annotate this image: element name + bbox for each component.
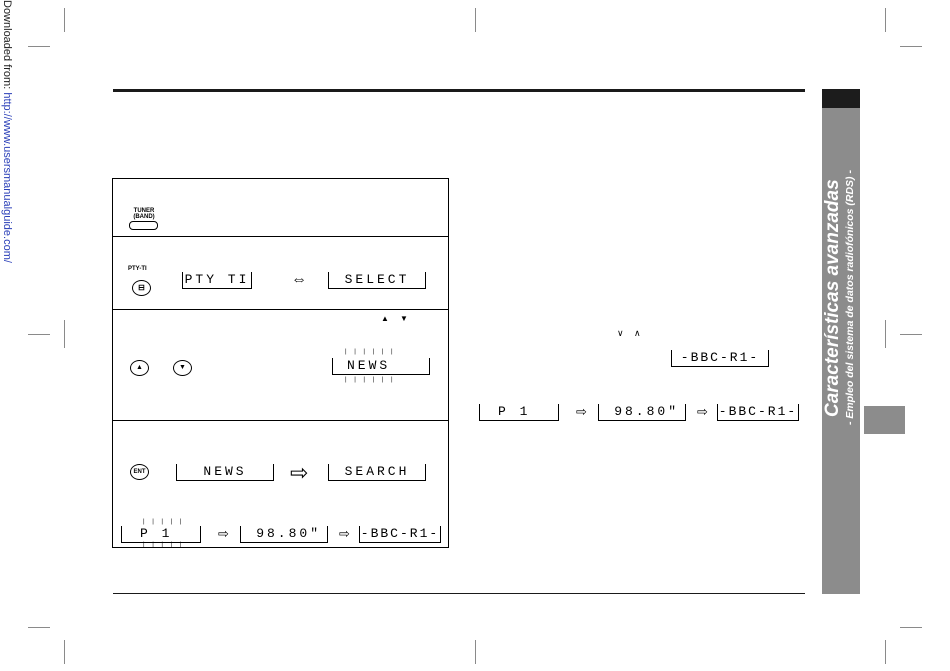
blink-marks-icon: | | | | | | — [344, 348, 395, 355]
up-arrow-icon: ▲ — [381, 314, 389, 323]
sequence-arrow-icon: ⇨ — [576, 404, 587, 419]
crop-mark — [900, 46, 922, 47]
blink-marks-icon: | | | | | — [142, 541, 184, 548]
sequence-arrow-icon: ⇨ — [290, 460, 309, 485]
step-divider — [112, 309, 449, 310]
display-station-right-seq: -BBC-R1- — [717, 404, 799, 421]
crop-mark — [900, 334, 922, 335]
up-button[interactable]: ▲ — [130, 360, 149, 376]
chapter-sidebar — [822, 108, 860, 594]
display-frequency: 98.80" — [240, 526, 328, 543]
chevron-down-icon: ∨ — [617, 328, 624, 338]
crop-mark — [475, 8, 476, 32]
tuner-label-top: TUNER — [133, 208, 155, 214]
sequence-arrow-icon: ⇨ — [697, 404, 708, 419]
chapter-subtitle: - Empleo del sistema de datos radiofónic… — [844, 170, 856, 426]
chapter-tab — [864, 406, 905, 434]
display-search: SEARCH — [328, 464, 426, 481]
watermark-prefix: Downloaded from: — [1, 0, 13, 93]
display-p1: P 1 — [121, 526, 201, 543]
crop-mark — [64, 640, 65, 664]
tuner-band-button[interactable] — [129, 221, 158, 230]
pty-ti-button-label: PTY-TI — [128, 266, 147, 272]
crop-mark — [28, 46, 50, 47]
down-arrow-icon: ▼ — [400, 314, 408, 323]
crop-mark — [885, 320, 886, 348]
watermark-text: Downloaded from: http://www.usersmanualg… — [0, 0, 14, 290]
swap-arrow-icon: ⇔ — [291, 271, 307, 288]
procedure-box — [112, 178, 449, 548]
display-news-blinking: NEWS — [332, 358, 430, 375]
step-divider — [112, 420, 449, 421]
sidebar-cap — [822, 89, 860, 108]
step-divider — [112, 236, 449, 237]
down-button[interactable]: ▼ — [173, 360, 192, 376]
crop-mark — [900, 627, 922, 628]
display-pty-ti: PTY TI — [182, 272, 252, 289]
display-select: SELECT — [328, 272, 426, 289]
enter-button[interactable]: ENT — [130, 464, 149, 480]
crop-mark — [64, 320, 65, 348]
crop-mark — [64, 8, 65, 32]
down-button-icon: ▼ — [179, 364, 186, 371]
tuner-label-bottom: (BAND) — [133, 214, 155, 220]
display-news: NEWS — [176, 464, 274, 481]
enter-button-label: ENT — [133, 469, 146, 475]
display-station-right: -BBC-R1- — [671, 350, 769, 367]
display-station: -BBC-R1- — [359, 526, 441, 543]
display-p1-right: P 1 — [479, 404, 559, 421]
watermark-link[interactable]: http://www.usersmanualguide.com/ — [1, 92, 13, 263]
chevron-up-icon: ∧ — [634, 328, 641, 338]
crop-mark — [885, 8, 886, 32]
display-frequency-right: 98.80" — [598, 404, 686, 421]
pty-ti-button-icon: ⊟ — [138, 283, 145, 292]
sidebar-heading: Características avanzadas - Empleo del s… — [822, 108, 860, 488]
sequence-arrow-icon: ⇨ — [218, 526, 229, 541]
crop-mark — [885, 640, 886, 664]
up-button-icon: ▲ — [136, 364, 143, 371]
blink-marks-icon: | | | | | | — [344, 376, 395, 383]
pty-ti-button[interactable]: ⊟ — [132, 280, 151, 296]
sequence-arrow-icon: ⇨ — [339, 526, 350, 541]
blink-marks-icon: | | | | | — [142, 518, 184, 525]
tuner-button-label: TUNER (BAND) — [128, 208, 160, 220]
footer-rule — [113, 593, 805, 594]
chapter-title: Características avanzadas — [822, 179, 843, 417]
crop-mark — [28, 627, 50, 628]
crop-mark — [28, 334, 50, 335]
header-rule — [113, 89, 805, 92]
crop-mark — [475, 640, 476, 664]
